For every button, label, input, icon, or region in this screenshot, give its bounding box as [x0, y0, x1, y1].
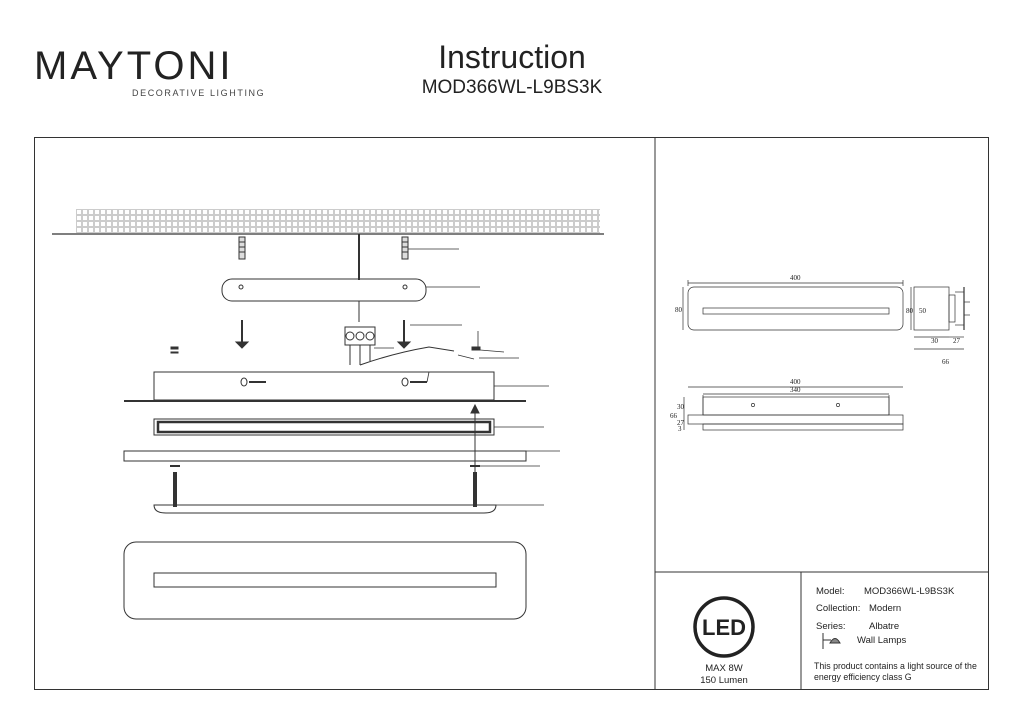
top-inner-dim: 340 — [790, 386, 801, 394]
side-d1-dim: 30 — [931, 337, 939, 345]
top-d3-dim: 3 — [678, 425, 682, 433]
top-width-dim: 400 — [790, 378, 801, 386]
brand-tagline: DECORATIVE LIGHTING — [132, 88, 266, 98]
instruction-sheet: 1 400 80 80 50 30 27 66 400 340 30 66 27… — [34, 137, 989, 690]
assembled-lamp — [123, 541, 527, 620]
assembly-drawing — [52, 209, 604, 620]
screw-icon — [234, 320, 250, 349]
side-height-dim: 80 — [906, 307, 914, 315]
front-width-dim: 400 — [790, 274, 801, 282]
led-badge: LED — [693, 596, 755, 658]
front-view-drawing — [682, 280, 904, 331]
front-plate — [153, 504, 497, 514]
side-view-drawing — [910, 286, 970, 350]
model-code: MOD366WL-L9BS3K — [421, 77, 603, 98]
svg-text:LED: LED — [702, 615, 746, 640]
wall-lamp-icon — [822, 633, 841, 649]
type-value: Wall Lamps — [857, 635, 907, 646]
energy-note-line-2: energy efficiency class G — [814, 672, 912, 682]
top-d1-dim: 30 — [677, 403, 685, 411]
screw-icon — [240, 377, 266, 387]
screw-icon — [401, 377, 427, 387]
side-inner-dim: 50 — [919, 307, 927, 315]
side-d2-dim: 27 — [953, 337, 961, 345]
model-label: Model: — [816, 586, 845, 597]
collection-label: Collection: — [816, 603, 860, 614]
side-total-dim: 66 — [942, 358, 950, 366]
lamp-housing — [153, 371, 495, 401]
wall-ceiling — [76, 209, 600, 233]
cover-plate — [123, 450, 527, 462]
model-value: MOD366WL-L9BS3K — [864, 586, 955, 597]
wall-dowel-icon — [238, 236, 246, 260]
brand-logo-text: MAYTONI — [34, 44, 234, 88]
power-rating: MAX 8W — [705, 663, 743, 674]
wall-dowel-icon — [401, 236, 409, 260]
terminal-block — [344, 326, 376, 365]
top-d2-dim: 27 — [677, 419, 685, 427]
page-title: Instruction — [438, 39, 586, 75]
collection-value: Modern — [869, 603, 901, 614]
top-total-dim: 66 — [670, 412, 678, 420]
top-view-drawing — [683, 386, 904, 431]
front-height-dim: 80 — [675, 306, 683, 314]
lumen-rating: 150 Lumen — [700, 675, 748, 686]
energy-note-line-1: This product contains a light source of … — [814, 661, 977, 671]
series-label: Series: — [816, 621, 846, 632]
mounting-bracket — [221, 278, 427, 302]
series-value: Albatre — [869, 621, 899, 632]
screw-icon — [396, 320, 412, 349]
